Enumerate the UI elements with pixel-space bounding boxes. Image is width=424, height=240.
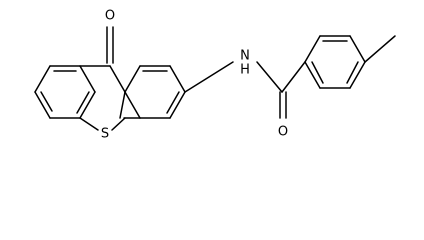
structure-diagram: O N H O S xyxy=(34,9,396,142)
ketone-carbonyl xyxy=(106,26,114,64)
molecule-canvas: O N H O S xyxy=(34,9,396,142)
right-core-ring xyxy=(124,65,186,119)
amide-oxygen-label: O xyxy=(278,125,288,140)
ring-sulfur-label: S xyxy=(101,127,109,142)
ketone-oxygen-label: O xyxy=(105,9,115,24)
amide-nitrogen-label: N xyxy=(240,49,250,64)
tolyl-ring xyxy=(304,35,396,89)
left-benzene-ring xyxy=(34,65,96,119)
central-thiopyranone-ring xyxy=(79,65,141,131)
amide-hydrogen-label: H xyxy=(240,63,250,78)
amide-linker xyxy=(184,61,306,119)
